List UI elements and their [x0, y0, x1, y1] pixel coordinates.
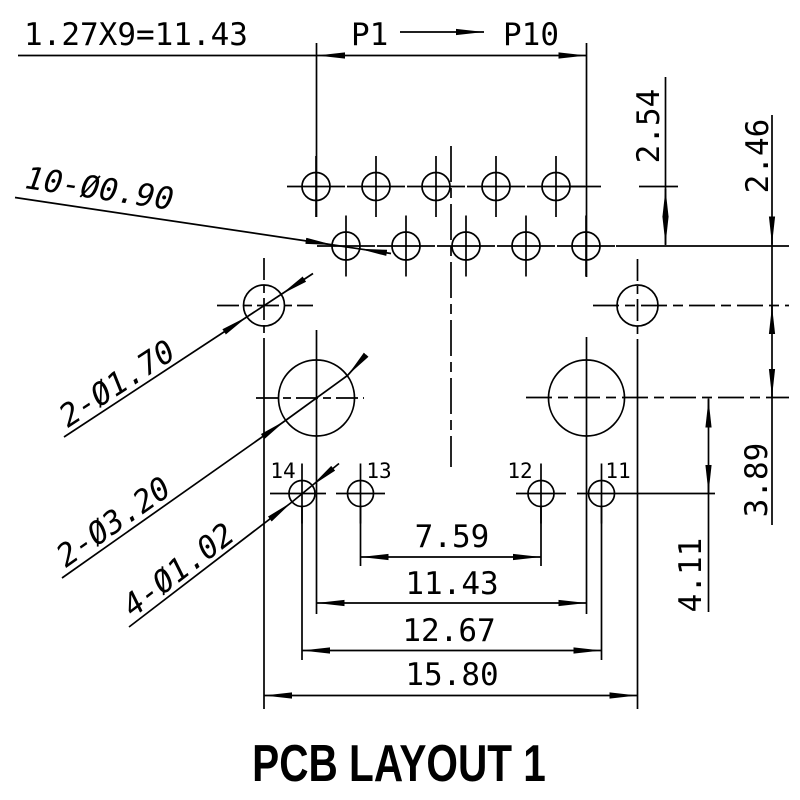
numbered-pads: 14 13 12 11 [270, 459, 715, 524]
pad-number: 12 [507, 459, 532, 483]
dim-text-outer-pads: 12.67 [402, 613, 495, 649]
dim-text-inner-pads: 7.59 [415, 519, 490, 555]
pad-number: 11 [605, 459, 630, 483]
leader-text-pad-holes: 4-Ø1.02 [116, 516, 242, 624]
pad-14: 14 [270, 459, 326, 524]
pad-13: 13 [336, 459, 392, 524]
dim-text-row-to-holes: 2.46 [740, 119, 776, 194]
pad-12: 12 [507, 459, 566, 524]
drawing-title: PCB LAYOUT 1 [252, 734, 546, 792]
leader-text-posts: 2-Ø3.20 [50, 470, 178, 574]
right-dimensions: 2.54 2.46 3.89 4.11 [560, 77, 789, 612]
pin-last-label: P10 [503, 17, 559, 53]
dim-text-mount-holes: 15.80 [405, 657, 498, 693]
pad [557, 215, 615, 277]
pad [317, 215, 375, 277]
pad [407, 156, 465, 217]
pad-row-1 [287, 156, 585, 217]
dim-text-holes-to-posts: 3.89 [739, 443, 775, 518]
leader-small-holes: 2-Ø1.70 [53, 272, 314, 438]
post-hole-left [256, 359, 364, 437]
pad-row-2 [317, 215, 615, 277]
bottom-dimensions: 7.59 11.43 12.67 15.80 [264, 519, 638, 699]
pad [467, 156, 525, 217]
pad-number: 14 [270, 459, 295, 483]
leader-text-small-holes: 2-Ø1.70 [53, 333, 182, 434]
mount-hole-right [593, 259, 789, 709]
pad-number: 13 [366, 459, 391, 483]
top-pitch-dimension: 1.27X9=11.43 P1 P10 [18, 17, 587, 59]
pad [437, 215, 495, 277]
pin-first-label: P1 [351, 17, 388, 53]
leader-pin-holes: 10-Ø0.90 [14, 160, 392, 256]
mount-hole-left [217, 258, 313, 709]
post-hole-right [526, 359, 789, 437]
pad [347, 156, 405, 217]
dim-text-row-spacing: 2.54 [631, 89, 667, 164]
dim-text-posts-to-pads: 4.11 [673, 538, 709, 613]
pitch-formula-text: 1.27X9=11.43 [24, 17, 248, 53]
dim-text-pin-span: 11.43 [405, 566, 498, 602]
pad [377, 215, 435, 277]
pad-11: 11 [577, 459, 715, 524]
pad [287, 156, 345, 217]
pad [497, 215, 555, 277]
